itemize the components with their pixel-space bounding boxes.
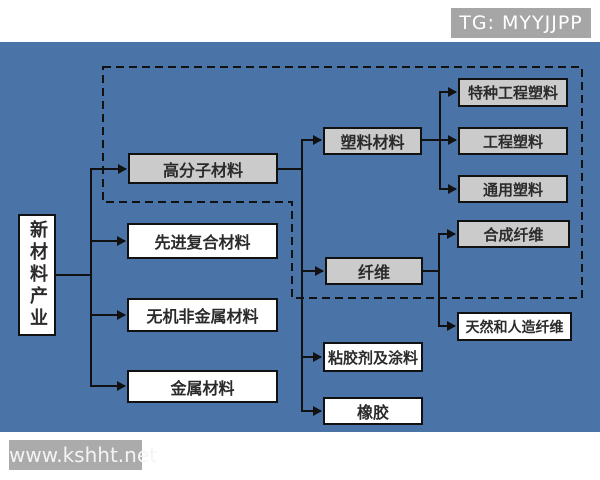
node-engineering-plastics: 工程塑料 xyxy=(458,127,568,155)
site-watermark: www.kshht.net xyxy=(9,440,157,470)
diagram-canvas: 新材料产业 高分子材料 先进复合材料 无机非金属材料 金属材料 塑料材料 纤维 … xyxy=(0,42,600,432)
node-adhesives-coatings: 粘胶剂及涂料 xyxy=(323,342,423,372)
node-fiber: 纤维 xyxy=(325,257,423,285)
node-synthetic-fiber: 合成纤维 xyxy=(457,220,570,248)
node-polymer-materials: 高分子材料 xyxy=(128,153,278,184)
node-plastic-materials: 塑料材料 xyxy=(323,127,422,155)
node-metal-materials: 金属材料 xyxy=(127,370,278,403)
tg-watermark-badge: TG: MYYJJPP xyxy=(451,8,591,38)
node-inorganic-nonmetal-materials: 无机非金属材料 xyxy=(127,298,278,332)
node-special-engineering-plastics: 特种工程塑料 xyxy=(458,78,568,107)
node-natural-manmade-fiber: 天然和人造纤维 xyxy=(457,312,572,341)
node-advanced-composite-materials: 先进复合材料 xyxy=(127,223,278,259)
node-general-plastics: 通用塑料 xyxy=(458,175,568,203)
node-rubber: 橡胶 xyxy=(323,397,423,425)
node-new-materials-industry: 新材料产业 xyxy=(18,214,56,336)
connector-lines xyxy=(56,66,583,416)
